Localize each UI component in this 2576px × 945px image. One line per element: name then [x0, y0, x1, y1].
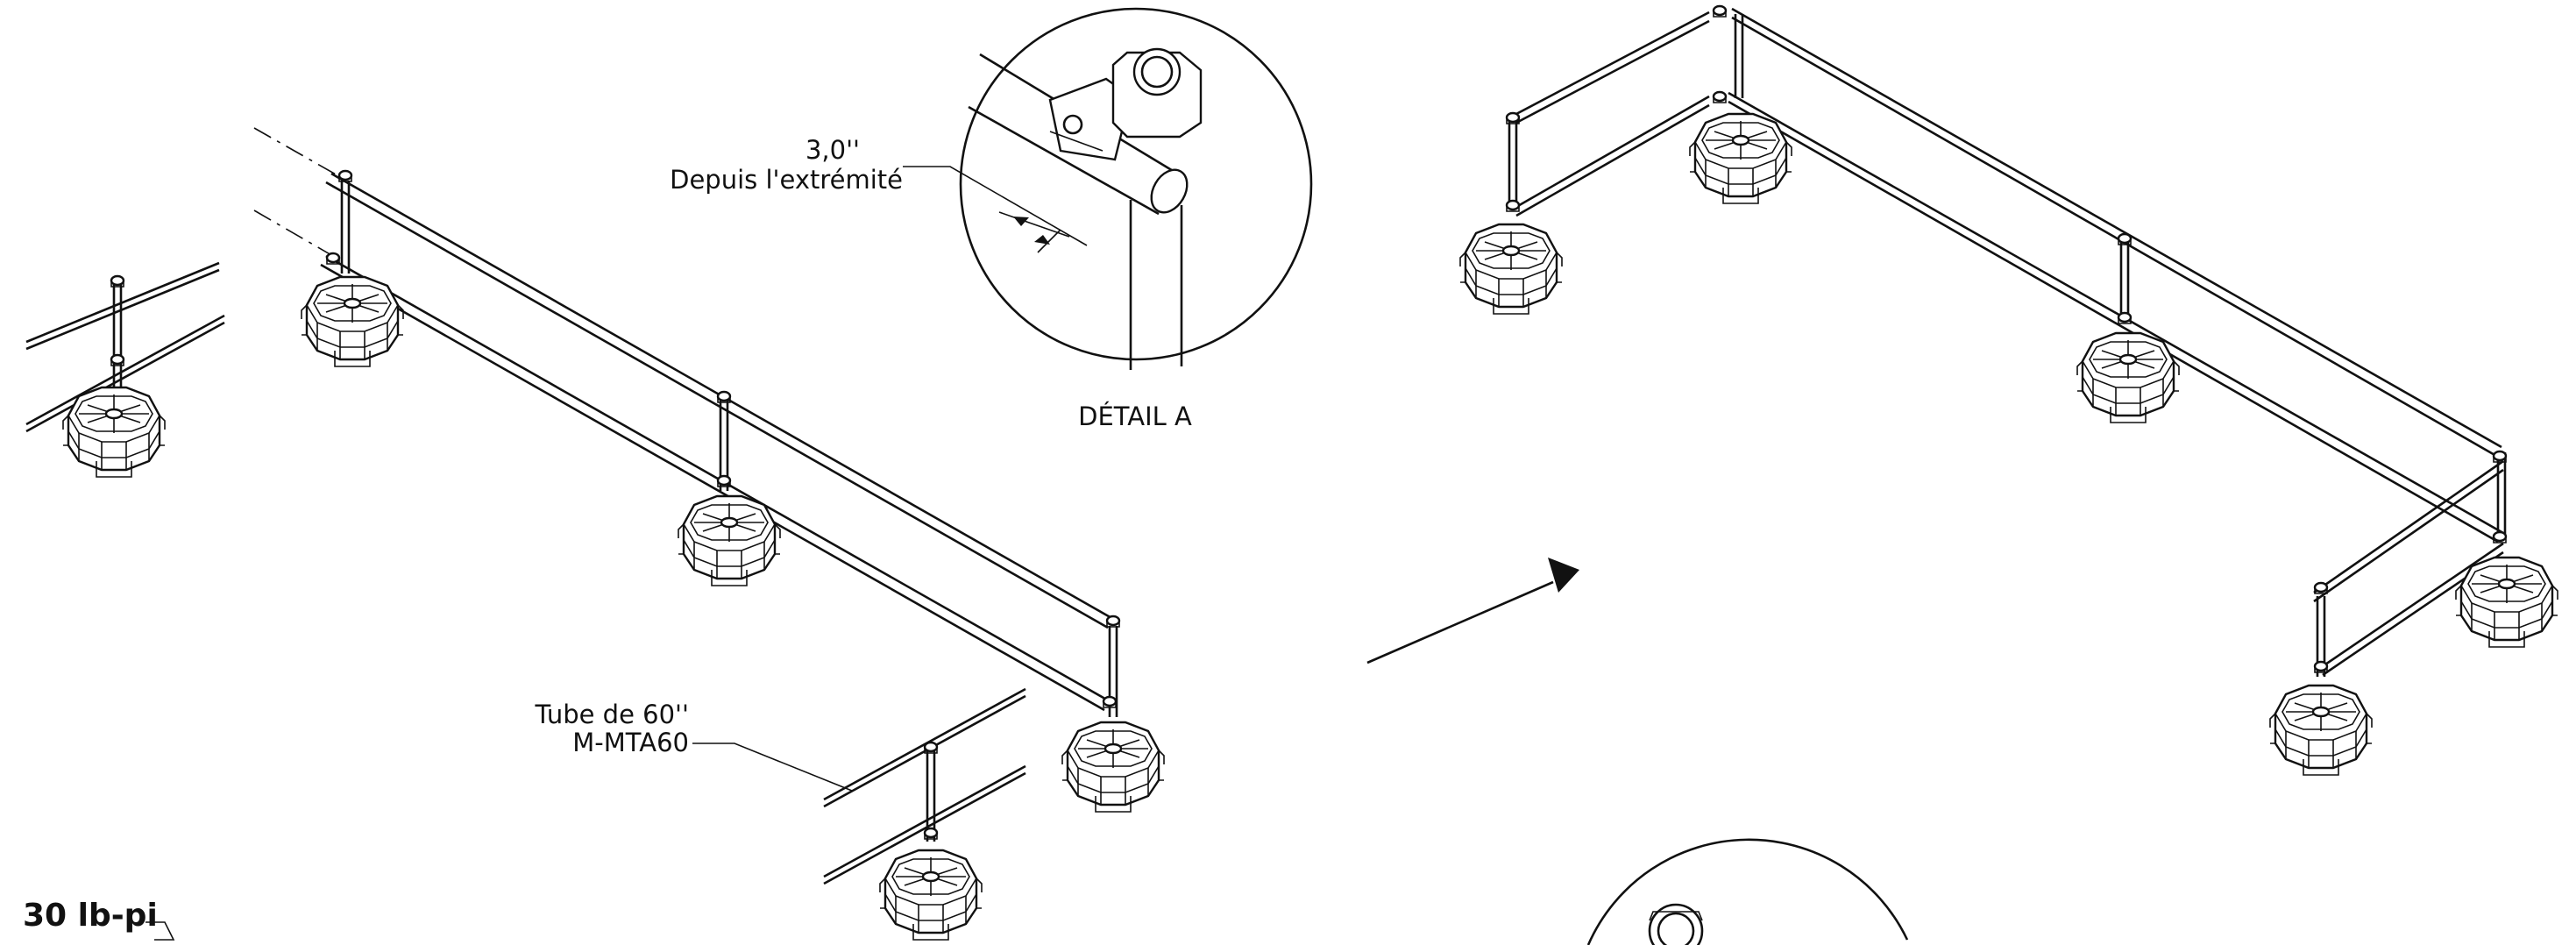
torque-value: 30 lb-pi [23, 898, 158, 934]
detail-b-view [1586, 838, 1909, 945]
tube-part-number: M-MTA60 [572, 728, 689, 757]
arrow-right-icon [1366, 558, 1579, 664]
dimension-value: 3,0'' [805, 135, 861, 165]
tube-name: Tube de 60'' [535, 700, 689, 729]
left-assembly [25, 127, 1166, 941]
dimension-note: Depuis l'extrémité [670, 165, 903, 195]
detail-title: DÉTAIL A [1078, 401, 1192, 431]
detail-a-view [903, 7, 1313, 370]
right-assembly [1458, 4, 2559, 777]
torque-symbol-icon [145, 921, 175, 941]
